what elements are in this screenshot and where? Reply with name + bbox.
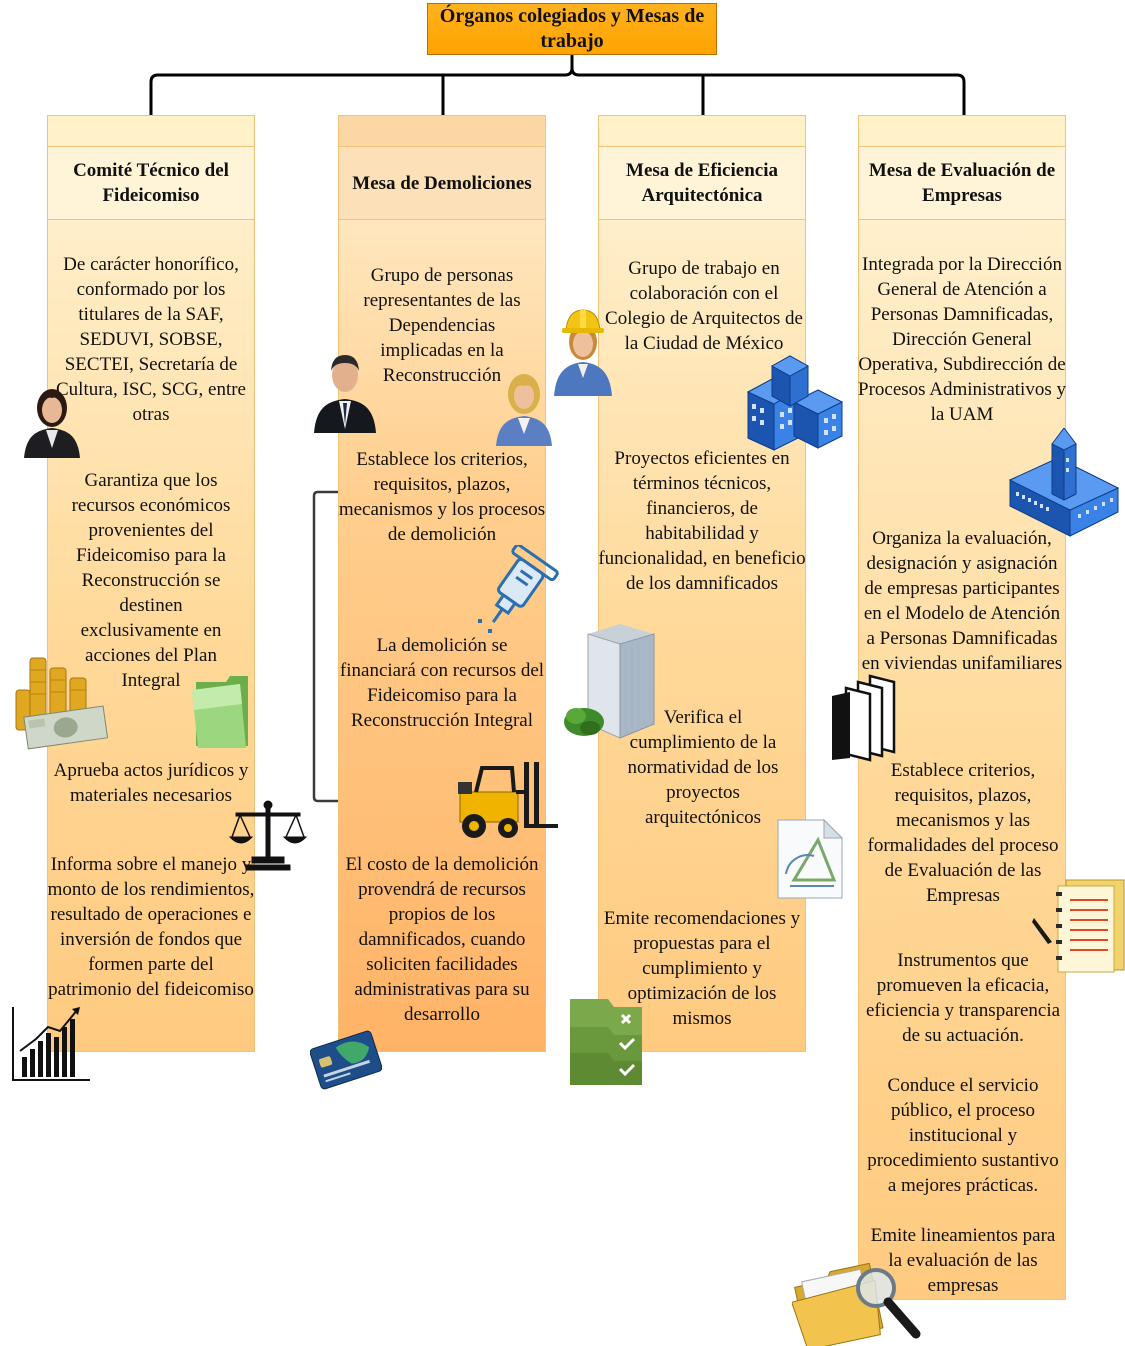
column-item: Emite recomendaciones y propuestas para …	[603, 908, 801, 1029]
column-item: Integrada por la Dirección General de At…	[858, 254, 1066, 425]
notebook-pen-icon	[1032, 879, 1125, 973]
column-item: Emite lineamientos para la evaluación de…	[870, 1225, 1056, 1296]
column-item: El costo de la demolición provendrá de r…	[345, 854, 539, 1025]
bar-chart-icon	[12, 1007, 90, 1081]
column-item: Establece los criterios, requisitos, pla…	[338, 449, 546, 545]
column-top-band	[48, 116, 254, 147]
businesswoman-icon	[24, 389, 80, 458]
column-item: Organiza la evaluación, designación y as…	[861, 528, 1063, 674]
column-item: Establece criterios, requisitos, plazos,…	[867, 760, 1059, 906]
column-top-band	[859, 116, 1065, 147]
businesswoman-icon	[496, 374, 552, 446]
column-header: Mesa de Evaluación de Empresas	[859, 147, 1065, 220]
scales-icon	[228, 800, 308, 871]
column-comite-tecnico: Comité Técnico del Fideicomiso	[47, 115, 255, 1052]
column-header: Comité Técnico del Fideicomiso	[48, 147, 254, 220]
column-item: De carácter honorífico, conformado por l…	[56, 254, 246, 425]
worker-icon	[554, 309, 612, 396]
column-top-band	[339, 116, 545, 147]
blue-buildings-icon	[746, 355, 844, 451]
column-item: Aprueba actos jurídicos y materiales nec…	[53, 760, 249, 806]
businessman-icon	[314, 355, 376, 433]
credit-card-icon	[310, 1030, 382, 1090]
folder-search-icon	[792, 1262, 921, 1346]
blueprint-document-icon	[777, 818, 844, 899]
tree-connector	[149, 55, 966, 115]
jackhammer-icon	[478, 545, 559, 633]
column-item: Instrumentos que promueven la eficacia, …	[865, 950, 1061, 1046]
column-item: Proyectos eficientes en términos técnico…	[598, 448, 806, 594]
column-item: Grupo de personas representantes de las …	[363, 265, 521, 386]
column-item: La demolición se financiará con recursos…	[339, 635, 545, 731]
column-header: Mesa de Eficiencia Arquitectónica	[599, 147, 805, 220]
column-mesa-eficiencia: Mesa de Eficiencia Arquitectónica	[598, 115, 806, 1052]
column-item: Informa sobre el manejo y monto de los r…	[47, 854, 255, 1000]
column-header: Mesa de Demoliciones	[339, 147, 545, 220]
folder-green-icon	[192, 676, 248, 748]
books-icon	[832, 674, 896, 762]
diagram-title: Órganos colegiados y Mesas de trabajo	[427, 3, 717, 55]
forklift-icon	[458, 762, 558, 838]
column-item: Conduce el servicio público, el proceso …	[867, 1075, 1059, 1196]
office-tower-icon	[564, 624, 655, 739]
column-item: Garantiza que los recursos económicos pr…	[71, 470, 231, 691]
column-item: Verifica el cumplimiento de la normativi…	[627, 707, 779, 828]
government-building-icon	[1008, 428, 1120, 537]
column-top-band	[599, 116, 805, 147]
coins-money-icon	[15, 657, 108, 750]
checklist-icon	[570, 999, 642, 1085]
column-item: Grupo de trabajo en colaboración con el …	[605, 258, 803, 354]
